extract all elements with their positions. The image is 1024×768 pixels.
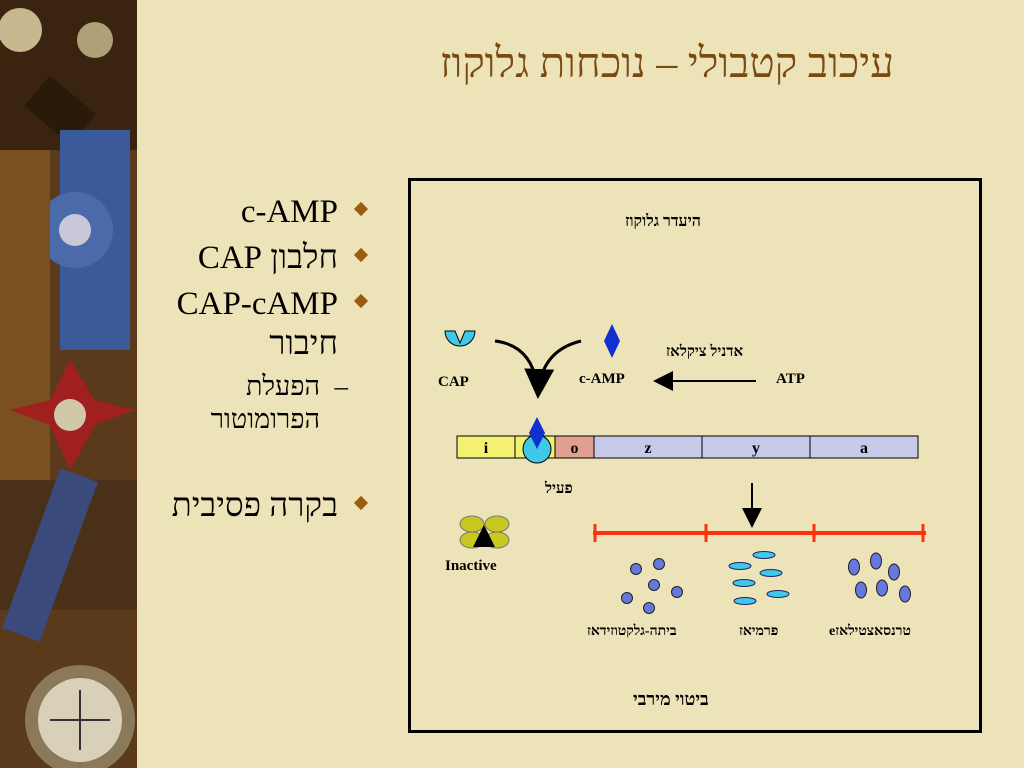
bullet-list: c-AMP חלבון CAP CAP-cAMP חיבור –הפעלת הפ…: [150, 192, 370, 532]
permease-molecules: [728, 551, 790, 605]
operon-segment-label: a: [860, 440, 868, 457]
bound-camp-icon: [529, 417, 545, 449]
product-label-permease: פרמיאז: [739, 624, 779, 639]
bullet-diamond-icon: [353, 293, 369, 309]
slide-title: עיכוב קטבולי – נוכחות גלוקוז: [439, 41, 894, 87]
operon-segment-label: y: [752, 440, 760, 457]
diagram-heading: היעדר גלוקוז: [625, 213, 701, 230]
bullet-diamond-icon: [353, 495, 369, 511]
atp-label: ATP: [776, 371, 805, 387]
operon-segment-label: z: [644, 440, 651, 457]
binding-curve-left: [494, 339, 540, 397]
bullet-diamond-icon: [353, 247, 369, 263]
product-label-transacetylase: טרנסאצטילאזe: [829, 624, 911, 639]
cap-label: CAP: [438, 374, 469, 390]
product-label-beta-gal: ביתה-גלקטוזידאז: [587, 624, 677, 639]
inducer-triangle-icon: [473, 525, 495, 547]
decorative-side-image: [0, 0, 137, 768]
bullet-item: c-AMP: [150, 192, 370, 232]
operon-segment-a: [809, 435, 919, 459]
active-label: פעיל: [545, 481, 573, 497]
binding-curve-right: [524, 339, 582, 399]
bullet-item: חלבון CAP: [150, 238, 370, 278]
adenylate-cyclase-label: אדניל ציקלאז: [666, 344, 744, 360]
operon-segment-label: i: [484, 440, 489, 457]
bullet-item: בקרה פסיבית: [150, 486, 370, 526]
inactive-label: Inactive: [445, 558, 497, 574]
camp-diamond-icon: [604, 324, 620, 358]
transacetylase-molecules: [848, 552, 911, 603]
inactive-subunit: [459, 515, 485, 533]
bullet-diamond-icon: [353, 201, 369, 217]
cap-protein-icon: [444, 330, 476, 347]
diagram-footer: ביטוי מירבי: [633, 689, 709, 709]
bullet-item: CAP-cAMP חיבור: [150, 284, 370, 364]
camp-label: c-AMP: [579, 371, 625, 387]
operon-segment-label: o: [571, 440, 579, 457]
sub-bullet-item: –הפעלת הפרומוטור: [210, 371, 348, 434]
inactive-subunit: [484, 515, 510, 533]
beta-galactosidase-molecules: [621, 558, 683, 614]
